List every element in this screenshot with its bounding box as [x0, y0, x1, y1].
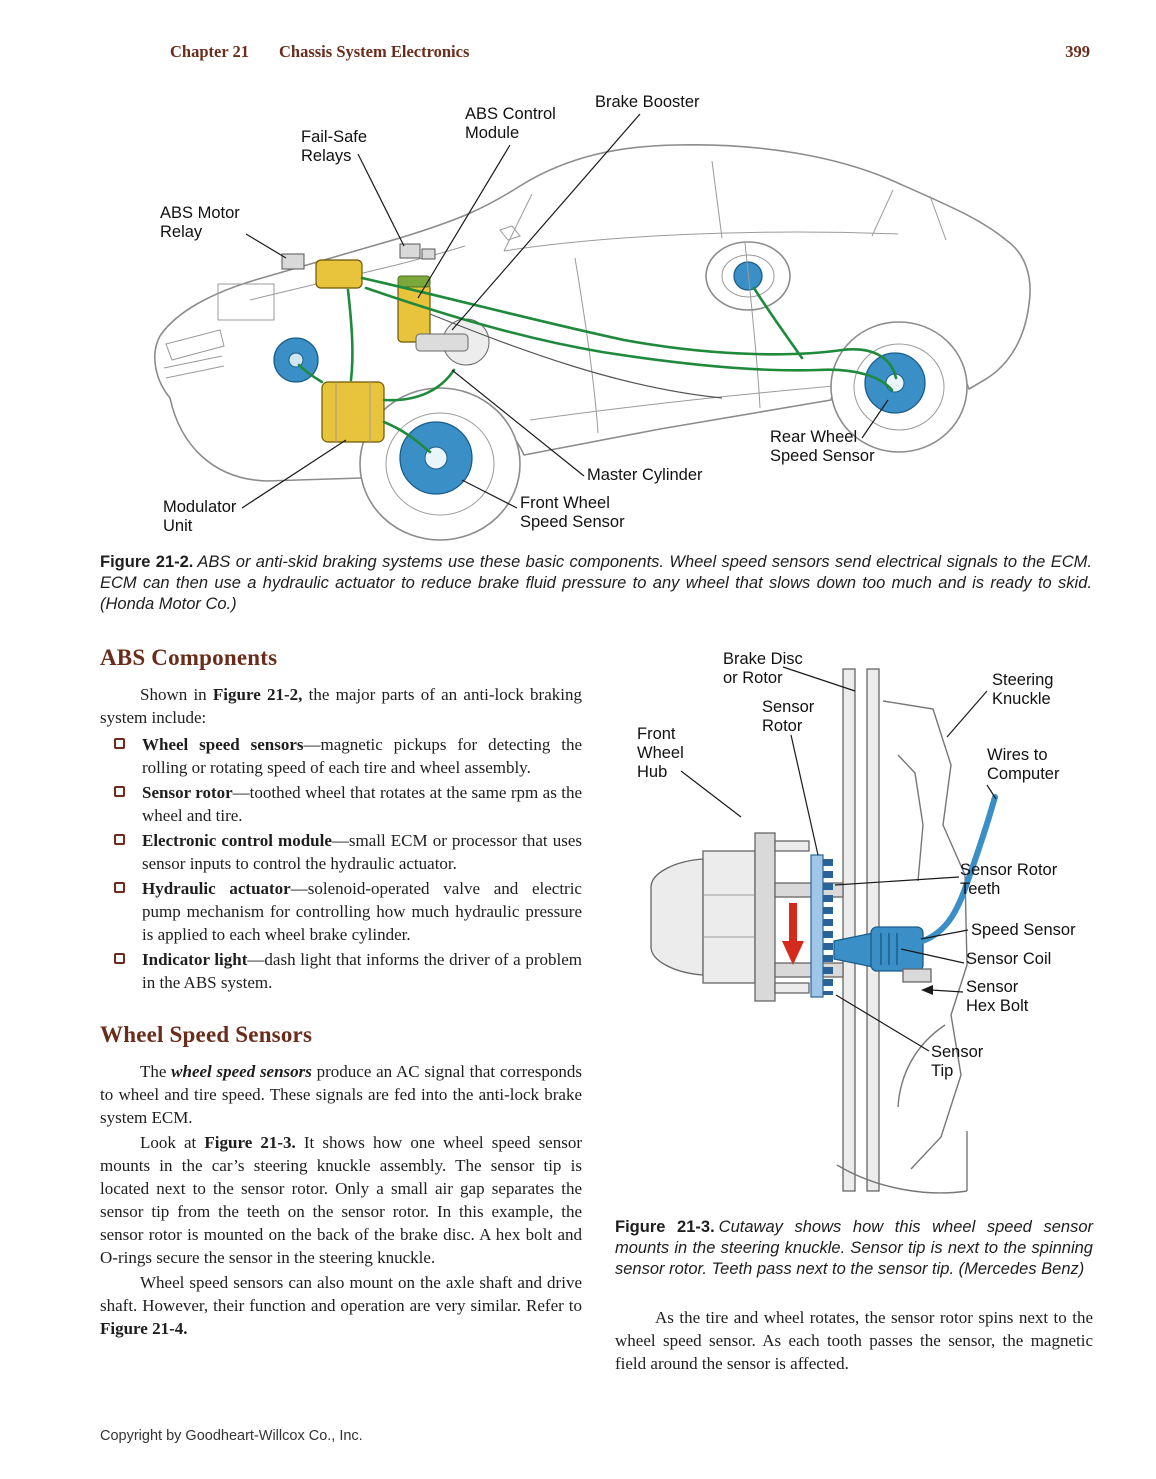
speed-sensor-shape — [833, 794, 998, 983]
figure-21-2-caption-text: ABS or anti-skid braking systems use the… — [100, 553, 1092, 613]
label-rear-wheel-speed-sensor: Rear Wheel Speed Sensor — [770, 428, 875, 465]
wss-paragraph-2: Look at Figure 21-3. It shows how one wh… — [100, 1133, 583, 1267]
figure-21-3-caption-text: Cutaway shows how this wheel speed senso… — [615, 1218, 1093, 1278]
label-sensor-tip: Sensor Tip — [931, 1043, 984, 1080]
checkbox-bullet-icon — [114, 882, 125, 893]
bullet-text: —magnetic pickups for detecting the roll… — [142, 735, 583, 777]
label-sensor-rotor: Sensor Rotor — [762, 698, 815, 735]
bullet-text: —dash light that informs the driver of a… — [142, 950, 582, 992]
right-column: Brake Disc or Rotor Steering Knuckle Sen… — [615, 645, 1093, 1377]
label-brake-disc: Brake Disc or Rotor — [723, 650, 803, 687]
label-sensor-rotor-teeth: Sensor Rotor Teeth — [960, 861, 1058, 898]
bullet-term: Indicator light — [142, 950, 248, 969]
front-wheel — [359, 387, 521, 541]
bullet-text: —toothed wheel that rotates at the same … — [142, 783, 582, 825]
label-sensor-coil: Sensor Coil — [966, 950, 1052, 968]
sensor-rotor-shape — [810, 854, 833, 998]
checkbox-bullet-icon — [114, 953, 125, 964]
figure-21-3-caption: Figure 21-3.Cutaway shows how this wheel… — [615, 1217, 1093, 1280]
closing-paragraph: As the tire and wheel rotates, the senso… — [615, 1308, 1093, 1373]
heading-abs-components: ABS Components — [100, 645, 278, 670]
label-abs-control-module: ABS Control Module — [465, 105, 556, 142]
bullet-term: Electronic control module — [142, 831, 332, 850]
page-number: 399 — [1065, 42, 1090, 61]
leader-lines — [680, 666, 997, 1052]
figure-21-3: Brake Disc or Rotor Steering Knuckle Sen… — [615, 645, 1093, 1207]
brake-lines — [297, 276, 898, 454]
list-item-sensor-rotor: Sensor rotor—toothed wheel that rotates … — [100, 781, 582, 827]
list-item-wheel-speed-sensors: Wheel speed sensors—magnetic pickups for… — [100, 733, 582, 779]
figure-21-2: Brake Booster ABS Control Module Fail-Sa… — [100, 88, 1092, 548]
figure-21-2-caption: Figure 21-2.ABS or anti-skid braking sys… — [100, 552, 1092, 615]
chapter-number: Chapter 21 — [170, 42, 249, 61]
label-fail-safe-relays: Fail-Safe Relays — [301, 128, 368, 165]
running-head: Chapter 21 Chassis System Electronics — [170, 42, 469, 62]
wss-paragraph-3: Wheel speed sensors can also mount on th… — [100, 1273, 582, 1338]
label-wires-to-computer: Wires to Computer — [987, 746, 1060, 783]
wiring-harness — [429, 313, 723, 399]
label-abs-motor-relay: ABS Motor Relay — [160, 204, 240, 241]
label-steering-knuckle: Steering Knuckle — [992, 671, 1054, 708]
label-sensor-hex-bolt: Sensor Hex Bolt — [966, 978, 1029, 1015]
label-master-cylinder: Master Cylinder — [587, 466, 703, 484]
list-item-hydraulic-actuator: Hydraulic actuator—solenoid-operated val… — [100, 877, 582, 946]
label-brake-booster: Brake Booster — [595, 93, 700, 111]
abs-components-list: Wheel speed sensors—magnetic pickups for… — [100, 733, 582, 994]
label-front-wheel-hub: Front Wheel Hub — [637, 725, 684, 781]
abs-intro-paragraph: Shown in Figure 21-2, the major parts of… — [100, 685, 582, 727]
bullet-term: Hydraulic actuator — [142, 879, 291, 898]
checkbox-bullet-icon — [114, 834, 125, 845]
list-item-indicator-light: Indicator light—dash light that informs … — [100, 948, 582, 994]
bullet-term: Sensor rotor — [142, 783, 233, 802]
hub-shape — [650, 832, 844, 1002]
figure-21-3-art — [650, 666, 998, 1194]
label-speed-sensor: Speed Sensor — [971, 921, 1076, 939]
wheel-rim-arc — [836, 1164, 968, 1194]
figure-21-2-caption-label: Figure 21-2. — [100, 553, 194, 571]
car-detail-lines — [163, 160, 947, 434]
label-front-wheel-speed-sensor: Front Wheel Speed Sensor — [520, 494, 625, 531]
bullet-text: —small ECM or processor that uses sensor… — [142, 831, 582, 873]
leader-lines — [241, 113, 889, 509]
steering-knuckle-shape — [882, 700, 968, 1170]
rotation-arrow — [782, 903, 804, 965]
heading-wheel-speed-sensors: Wheel Speed Sensors — [100, 1022, 313, 1047]
figure-21-3-caption-label: Figure 21-3. — [615, 1218, 715, 1236]
bullet-term: Wheel speed sensors — [142, 735, 304, 754]
list-item-electronic-control-module: Electronic control module—small ECM or p… — [100, 829, 582, 875]
label-modulator-unit: Modulator Unit — [163, 498, 237, 535]
figure-21-2-art — [154, 113, 1031, 541]
bullet-text: —solenoid-operated valve and electric pu… — [142, 879, 582, 944]
far-side-wheels — [273, 241, 791, 383]
checkbox-bullet-icon — [114, 786, 125, 797]
copyright-footer: Copyright by Goodheart-Willcox Co., Inc. — [100, 1428, 363, 1444]
rear-wheel — [830, 321, 968, 453]
checkbox-bullet-icon — [114, 738, 125, 749]
chapter-title: Chassis System Electronics — [279, 42, 470, 61]
wss-paragraph-1: The wheel speed sensors produce an AC si… — [100, 1062, 583, 1127]
hydraulic-components — [281, 243, 490, 443]
left-column: ABS Components Shown in Figure 21-2, the… — [100, 645, 582, 1342]
